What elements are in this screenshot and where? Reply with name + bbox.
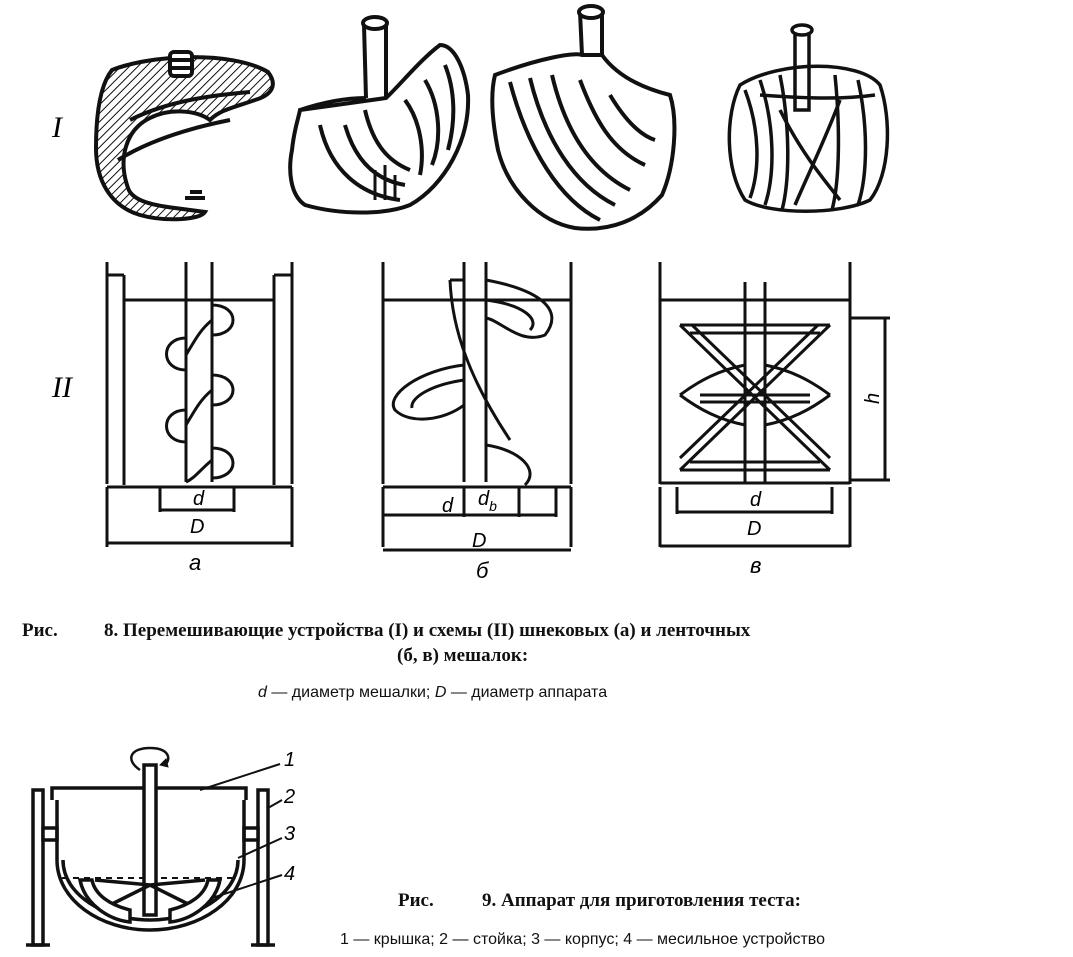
label-c: в (750, 553, 761, 578)
mixer-device-blade (490, 4, 677, 231)
mixer-device-fork (288, 15, 471, 215)
label-a: а (189, 550, 201, 575)
dim-b-db-subscript: b (489, 498, 497, 514)
fig9-caption-prefix: Рис. (398, 890, 434, 911)
mixer-device-barrel (727, 23, 890, 213)
legend-d-symbol: d (258, 684, 267, 701)
dim-a-D: D (190, 516, 204, 538)
dim-c-d: d (750, 489, 762, 511)
legend-D-symbol: D (434, 684, 447, 701)
legend-d-text: — диаметр мешалки; (266, 684, 435, 701)
fig9-legend: 1 — крышка; 2 — стойка; 3 — корпус; 4 — … (340, 931, 826, 948)
row-label-i: I (51, 111, 64, 144)
scheme-c-ribbon (658, 262, 890, 548)
dim-b-db: db (478, 488, 497, 514)
callout-3: 3 (284, 823, 295, 845)
dim-a-d: d (193, 488, 205, 510)
callout-1: 1 (284, 749, 295, 771)
dim-b-d: d (442, 495, 454, 517)
scheme-a-screw (105, 262, 294, 547)
callout-2: 2 (283, 786, 295, 808)
scheme-b-ribbon (381, 262, 573, 552)
dim-b-D: D (472, 530, 486, 552)
legend-D-text: — диаметр аппарата (446, 684, 608, 701)
dim-c-h: h (862, 393, 884, 404)
dim-c-D: D (747, 518, 761, 540)
mixer-device-hook (93, 50, 275, 222)
fig8-caption-prefix: Рис. (22, 620, 58, 641)
dough-apparatus (26, 746, 283, 947)
fig8-caption-line2: (б, в) мешалок: (397, 645, 529, 666)
fig8-legend: d — диаметр мешалки; D — диаметр аппарат… (258, 684, 607, 702)
fig8-caption-line1: 8. Перемешивающие устройства (I) и схемы… (104, 620, 751, 641)
label-b: б (476, 558, 490, 583)
row-label-ii: II (51, 371, 74, 404)
fig9-caption-text: 9. Аппарат для приготовления теста: (482, 890, 801, 911)
callout-4: 4 (284, 863, 295, 885)
